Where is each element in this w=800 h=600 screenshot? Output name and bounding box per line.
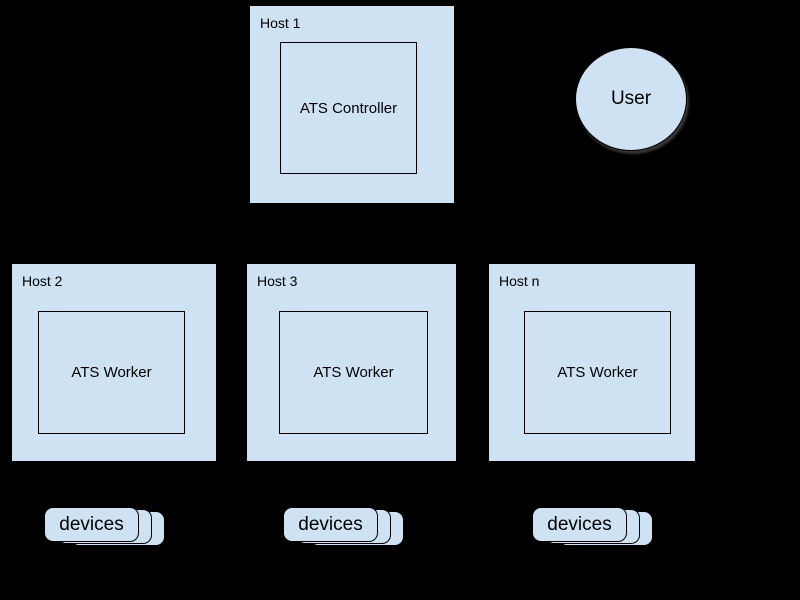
ats-worker-box-2: ATS Worker <box>279 311 428 434</box>
host-3-box: Host 3 ATS Worker <box>246 263 457 462</box>
devices-stack-1: devices <box>44 507 165 547</box>
ats-worker-label-2: ATS Worker <box>313 364 394 381</box>
devices-card-front: devices <box>283 507 378 542</box>
devices-card-front: devices <box>44 507 139 542</box>
user-circle: User <box>575 47 687 151</box>
host-n-label: Host n <box>499 273 540 289</box>
ats-controller-label: ATS Controller <box>299 99 398 117</box>
devices-stack-3: devices <box>532 507 653 547</box>
devices-stack-2: devices <box>283 507 404 547</box>
devices-card-front: devices <box>532 507 627 542</box>
devices-label-2: devices <box>298 513 363 535</box>
ats-controller-box: ATS Controller <box>280 42 417 174</box>
ats-worker-label-3: ATS Worker <box>557 364 638 381</box>
user-label: User <box>610 88 652 109</box>
ats-worker-box-3: ATS Worker <box>524 311 671 434</box>
host-n-box: Host n ATS Worker <box>488 263 696 462</box>
ats-worker-box-1: ATS Worker <box>38 311 185 434</box>
host-1-label: Host 1 <box>260 15 301 31</box>
host-3-label: Host 3 <box>257 273 298 289</box>
host-2-box: Host 2 ATS Worker <box>11 263 217 462</box>
ats-worker-label-1: ATS Worker <box>71 364 152 381</box>
host-1-box: Host 1 ATS Controller <box>249 5 455 204</box>
devices-label-3: devices <box>547 513 612 535</box>
host-2-label: Host 2 <box>22 273 63 289</box>
devices-label-1: devices <box>59 513 124 535</box>
